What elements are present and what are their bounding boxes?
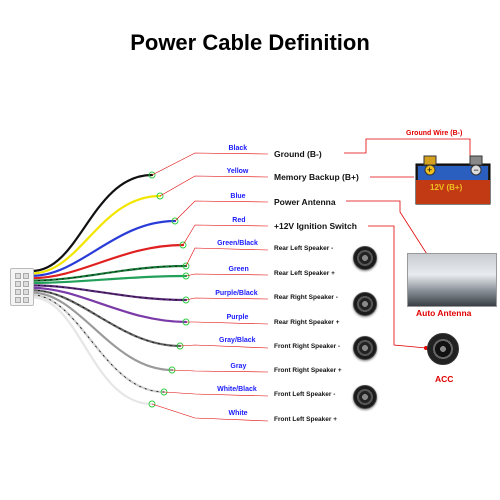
function-label-8: Front Right Speaker -: [274, 343, 341, 350]
wire-end-marker-1: [156, 192, 164, 200]
battery-label: 12V (B+): [430, 183, 463, 192]
speaker-icon-3: [353, 385, 377, 409]
wire-label-11: White: [228, 410, 248, 417]
speaker-icon-2: [353, 336, 377, 360]
svg-text:−: −: [474, 165, 479, 175]
wire-end-marker-6: [182, 296, 190, 304]
leader-line-11: [151, 403, 269, 422]
wire-1: [30, 194, 162, 275]
wire-label-7: Purple: [226, 314, 249, 321]
wire-label-0: Black: [228, 145, 248, 152]
leader-line-7: [186, 321, 269, 325]
function-label-6: Rear Right Speaker -: [274, 294, 338, 301]
wire-end-marker-4: [182, 262, 190, 270]
acc-callout: ACC: [435, 374, 454, 384]
wire-5: [30, 274, 188, 285]
function-label-7: Rear Right Speaker +: [274, 319, 340, 326]
function-label-4: Rear Left Speaker -: [274, 245, 334, 252]
ground-wire-line: [344, 138, 471, 156]
function-label-2: Power Antenna: [274, 197, 336, 207]
power-antenna-line: [346, 200, 433, 263]
wire-2: [30, 219, 177, 277]
wire-end-marker-3: [179, 241, 187, 249]
diagram-title: Power Cable Definition: [130, 30, 370, 55]
leader-line-3: [182, 224, 269, 246]
wire-0: [30, 173, 154, 273]
leader-line-6: [185, 297, 269, 301]
wire-stripe-6: [31, 285, 187, 301]
wire-stripe-4: [31, 265, 187, 281]
speaker-icon-1: [353, 292, 377, 316]
function-label-0: Ground (B-): [274, 149, 322, 159]
function-label-9: Front Right Speaker +: [274, 367, 342, 374]
acc-knob-icon: [427, 333, 459, 365]
ignition-line: [368, 225, 427, 349]
wire-stripe-10: [31, 294, 165, 393]
leader-line-1: [159, 175, 269, 197]
wire-11: [30, 296, 154, 406]
function-label-3: +12V Ignition Switch: [274, 221, 357, 231]
wire-label-5: Green: [228, 266, 249, 273]
leader-line-10: [163, 391, 269, 397]
wire-label-2: Blue: [230, 193, 246, 200]
svg-text:+: +: [427, 165, 432, 175]
wire-label-3: Red: [232, 217, 246, 224]
wire-label-10: White/Black: [217, 386, 257, 393]
wire-10: [30, 293, 166, 394]
wire-label-9: Gray: [230, 363, 247, 370]
leader-line-9: [171, 369, 269, 373]
wire-3: [30, 243, 185, 280]
wire-label-8: Gray/Black: [219, 337, 256, 344]
wire-end-marker-11: [148, 400, 156, 408]
function-label-10: Front Left Speaker -: [274, 391, 336, 398]
wire-label-1: Yellow: [226, 168, 249, 175]
wire-label-6: Purple/Black: [215, 290, 258, 297]
wire-harness-connector: [10, 268, 34, 306]
auto-antenna-callout: Auto Antenna: [416, 308, 472, 318]
wire-end-marker-2: [171, 217, 179, 225]
function-label-5: Rear Left Speaker +: [274, 270, 335, 277]
wire-9: [30, 291, 174, 372]
wire-7: [30, 286, 188, 324]
auto-antenna-photo: [407, 253, 497, 307]
car-battery-icon: + − 12V (B+): [414, 150, 492, 205]
wire-end-marker-0: [148, 171, 156, 179]
speaker-icon-0: [353, 246, 377, 270]
wire-end-marker-5: [182, 272, 190, 280]
function-label-11: Front Left Speaker +: [274, 416, 338, 423]
ground-wire-callout: Ground Wire (B-): [406, 130, 463, 137]
wire-label-4: Green/Black: [217, 240, 258, 247]
leader-line-4: [185, 247, 269, 267]
wire-stripe-8: [31, 289, 181, 347]
leader-line-0: [151, 152, 269, 176]
leader-line-8: [179, 344, 269, 349]
leader-line-5: [185, 273, 269, 277]
function-label-1: Memory Backup (B+): [274, 172, 359, 182]
leader-line-2: [174, 200, 269, 222]
